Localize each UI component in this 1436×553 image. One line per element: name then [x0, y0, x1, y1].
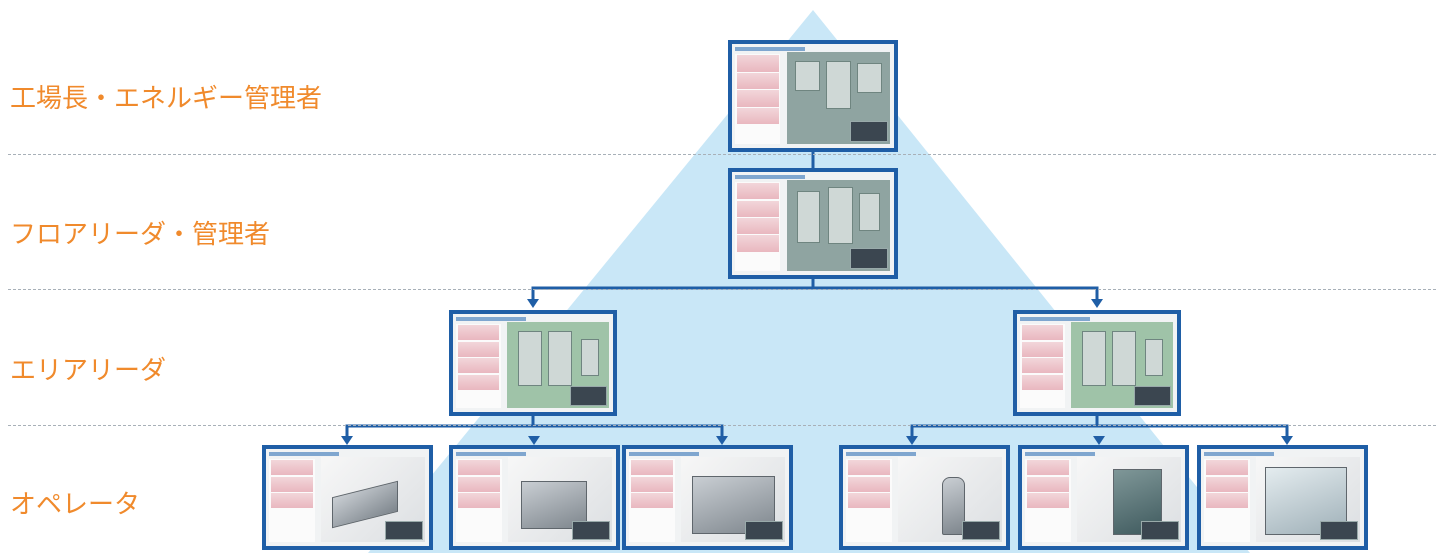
- screen-meter-panel: [1133, 386, 1171, 406]
- screen-meter-panel: [1141, 520, 1179, 540]
- level-divider: [8, 289, 1436, 290]
- screen-meter-panel: [569, 386, 607, 406]
- screen-meter-panel: [962, 520, 1000, 540]
- screen-titlebar: [456, 317, 526, 321]
- screen-titlebar: [735, 175, 805, 179]
- level-label-plant-manager: 工場長・エネルギー管理者: [10, 84, 323, 114]
- screen-meter-panel: [572, 520, 610, 540]
- screen-titlebar: [456, 452, 526, 456]
- screen-trend-panel: [735, 182, 781, 271]
- screen-titlebar: [1204, 452, 1274, 456]
- floor-leader-screen: [728, 168, 898, 279]
- robot-arm: [941, 477, 965, 536]
- screen-meter-panel: [850, 121, 888, 142]
- operator-screen: [622, 445, 793, 550]
- operator-screen: [839, 445, 1010, 550]
- plant-manager-screen: [728, 40, 898, 152]
- screen-meter-panel: [385, 520, 423, 540]
- level-divider: [8, 154, 1436, 155]
- screen-trend-panel: [269, 459, 315, 542]
- screen-titlebar: [629, 452, 699, 456]
- screen-trend-panel: [846, 459, 892, 542]
- screen-trend-panel: [1025, 459, 1071, 542]
- area-leader-screen: [1013, 310, 1181, 416]
- screen-meter-panel: [850, 248, 888, 269]
- screen-trend-panel: [456, 459, 502, 542]
- screen-trend-panel: [456, 324, 501, 408]
- operator-screen: [1197, 445, 1368, 550]
- screen-titlebar: [1020, 317, 1090, 321]
- operator-screen: [262, 445, 433, 550]
- pyramid-shape: [368, 10, 1250, 553]
- level-label-operator: オペレータ: [10, 490, 141, 520]
- operator-screen: [449, 445, 620, 550]
- screen-trend-panel: [1020, 324, 1065, 408]
- level-label-area-leader: エリアリーダ: [10, 356, 167, 386]
- screen-meter-panel: [1320, 520, 1358, 540]
- level-divider: [8, 425, 1436, 426]
- operator-screen: [1018, 445, 1189, 550]
- screen-titlebar: [846, 452, 916, 456]
- screen-titlebar: [735, 47, 805, 51]
- screen-trend-panel: [1204, 459, 1250, 542]
- screen-trend-panel: [735, 54, 781, 144]
- screen-meter-panel: [745, 520, 783, 540]
- screen-area-map: [1071, 322, 1173, 408]
- screen-trend-panel: [629, 459, 675, 542]
- screen-titlebar: [269, 452, 339, 456]
- screen-floor-map: [787, 52, 890, 144]
- connector-arrowheads: [341, 299, 1293, 445]
- area-leader-screen: [449, 310, 617, 416]
- screen-titlebar: [1025, 452, 1095, 456]
- level-label-floor-leader: フロアリーダ・管理者: [10, 220, 271, 250]
- hierarchy-connectors: [345, 150, 1289, 436]
